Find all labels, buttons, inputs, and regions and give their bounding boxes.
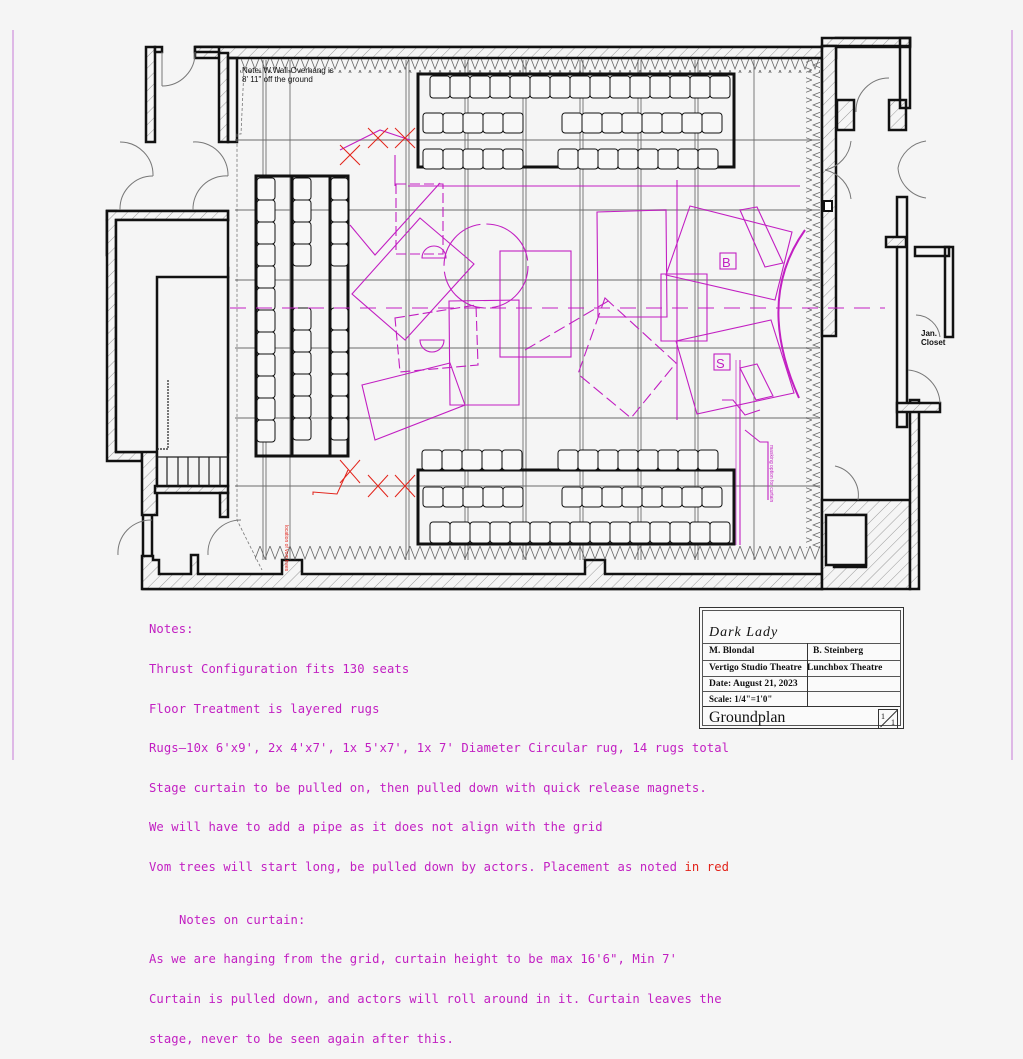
curtain-note-line: As we are hanging from the grid, curtain… [149, 952, 678, 967]
stairs [157, 380, 228, 486]
note-line: Thrust Configuration fits 130 seats [149, 662, 410, 677]
curtain-notes-heading: Notes on curtain: [179, 912, 306, 927]
company-name: Lunchbox Theatre [807, 663, 883, 673]
wall-note-line-2: 8' 11" off the ground [242, 75, 313, 84]
lobby-inner [155, 275, 230, 488]
seating-south [416, 449, 736, 546]
groundplan-drawing: B S [12, 30, 1013, 760]
page-total: 1 [891, 718, 895, 727]
door-swings [117, 51, 941, 556]
curtain-right [806, 60, 820, 548]
title-block-frame: Dark Lady M. Blondal B. Steinberg Vertig… [702, 610, 901, 729]
title-block-divider [807, 643, 808, 707]
note-line: Stage curtain to be pulled on, then pull… [149, 780, 707, 795]
venue-row: Vertigo Studio Theatre Lunchbox Theatre [703, 660, 900, 677]
note-line-vom: Vom trees will start long, be pulled dow… [149, 860, 730, 875]
overhang-line [236, 67, 263, 571]
set-label-s: S [716, 356, 725, 371]
note-line: Floor Treatment is layered rugs [149, 701, 380, 716]
drawing-date: Date: August 21, 2023 [709, 679, 798, 689]
vom-note-red: in red [684, 860, 730, 875]
storage-room [824, 513, 868, 567]
credits-row: M. Blondal B. Steinberg [703, 643, 900, 661]
closet-label: Jan. Closet [921, 329, 945, 347]
set-label-b: B [722, 255, 731, 270]
director-name: B. Steinberg [813, 646, 864, 656]
drawing-name: Groundplan [709, 709, 786, 726]
notes-block: Notes: Thrust Configuration fits 130 sea… [149, 597, 729, 1059]
curtain-top [240, 59, 820, 73]
vom-note-text: Vom trees will start long, be pulled dow… [149, 860, 685, 875]
wall-overhang-note: Note: W.Wall-Overhang is 8' 11" off the … [242, 66, 334, 84]
venue-name: Vertigo Studio Theatre [709, 663, 802, 673]
vom-tree-marks [312, 127, 416, 498]
closet-label-line-1: Jan. [921, 329, 938, 338]
wall-note-line-1: Note: W.Wall-Overhang is [242, 66, 334, 75]
seating-west [254, 174, 350, 458]
closet-label-line-2: Closet [921, 338, 946, 347]
title-block: Dark Lady M. Blondal B. Steinberg Vertig… [699, 607, 904, 729]
curtain-note-line: Curtain is pulled down, and actors will … [149, 991, 722, 1006]
page-current: 1 [881, 712, 885, 721]
show-title: Dark Lady [709, 625, 779, 640]
masking-annotation: masking option for curtain [768, 445, 774, 503]
scale-row: Scale: 1/4"=1'0" [703, 691, 900, 707]
drawing-scale: Scale: 1/4"=1'0" [709, 694, 773, 704]
note-line: We will have to add a pipe as it does no… [149, 820, 603, 835]
vom-tree-annotation: location of vom trees [283, 525, 289, 572]
date-row: Date: August 21, 2023 [703, 676, 900, 692]
curtain-bottom [255, 546, 820, 560]
designer-name: M. Blondal [709, 646, 755, 656]
notes-heading: Notes: [149, 622, 194, 637]
drawing-name-row: Groundplan 1 1 [703, 706, 900, 729]
seating-north [416, 72, 736, 170]
curtain-note-line: stage, never to be seen again after this… [149, 1031, 454, 1046]
box-right [823, 200, 833, 212]
page-number-box: 1 1 [878, 709, 898, 729]
walls [105, 36, 955, 591]
note-line: Rugs—10x 6'x9', 2x 4'x7', 1x 5'x7', 1x 7… [149, 741, 730, 756]
set-rugs [230, 129, 885, 545]
lighting-grid [235, 60, 820, 560]
